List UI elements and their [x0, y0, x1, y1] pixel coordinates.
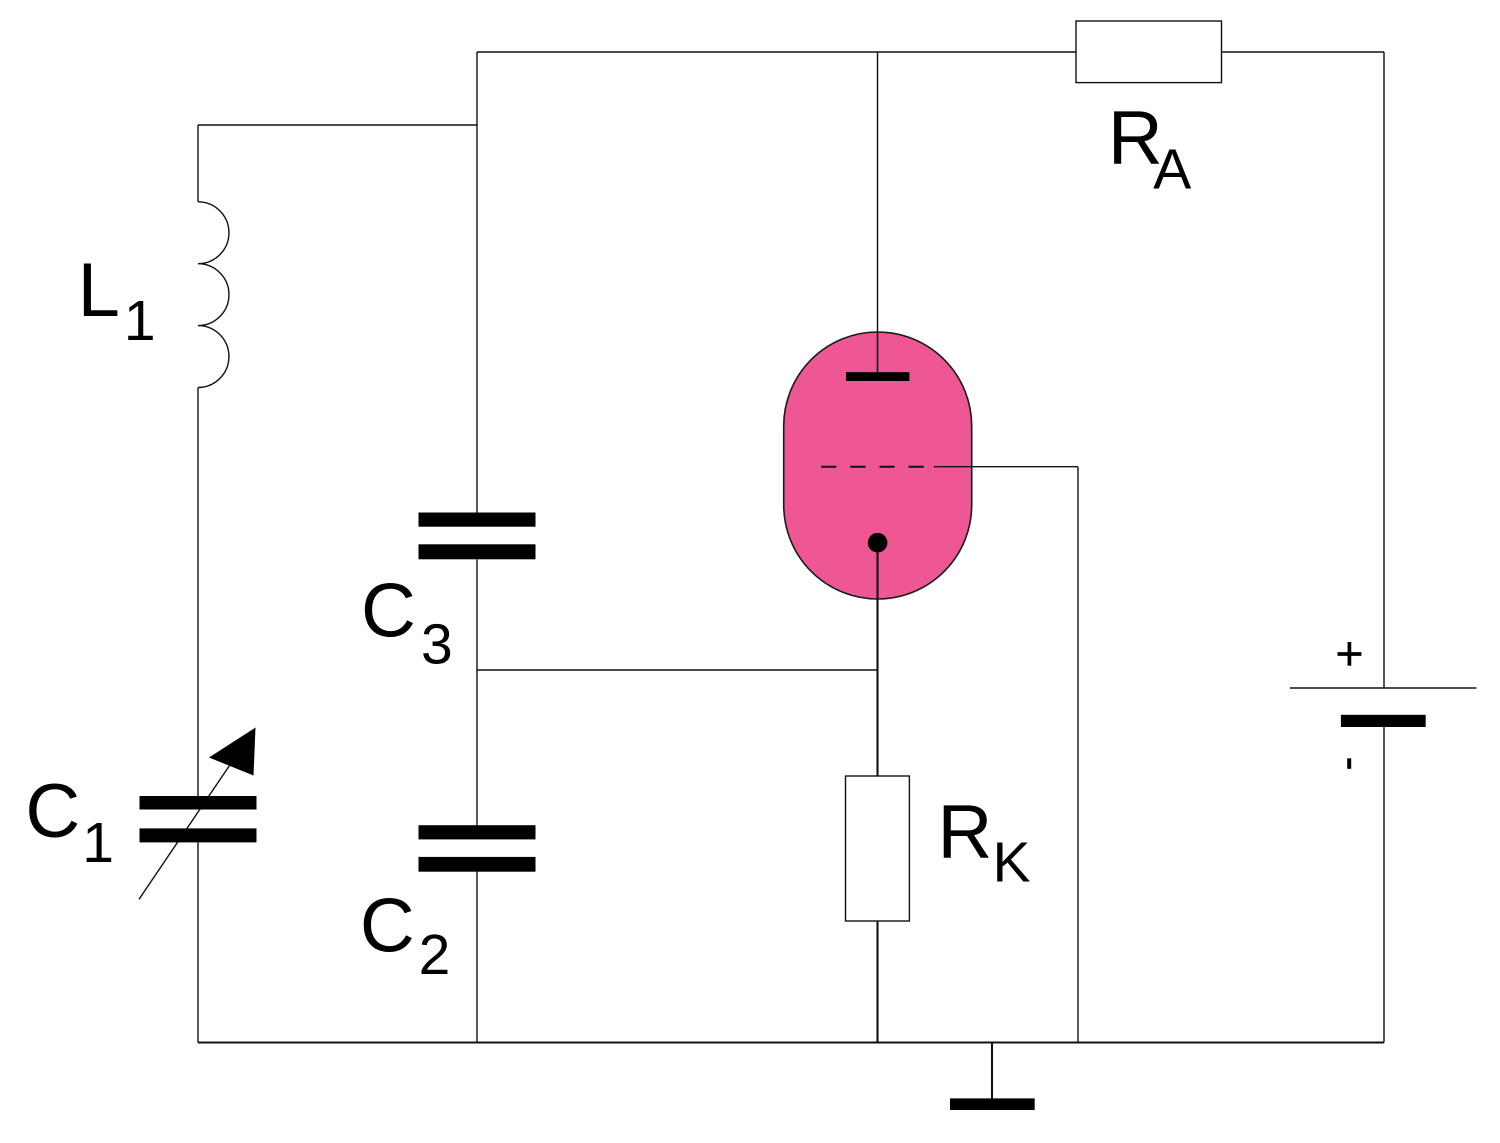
svg-text:3: 3 — [421, 613, 453, 677]
svg-text:C: C — [25, 769, 80, 854]
svg-text:R: R — [1108, 96, 1163, 181]
svg-text:L: L — [78, 248, 120, 333]
svg-text:K: K — [993, 831, 1031, 895]
svg-text:1: 1 — [82, 811, 114, 875]
svg-text:2: 2 — [419, 923, 451, 987]
svg-text:C: C — [360, 884, 415, 969]
svg-text:R: R — [938, 790, 993, 875]
svg-text:A: A — [1153, 137, 1191, 201]
svg-text:C: C — [361, 568, 416, 653]
svg-text:1: 1 — [124, 289, 156, 353]
